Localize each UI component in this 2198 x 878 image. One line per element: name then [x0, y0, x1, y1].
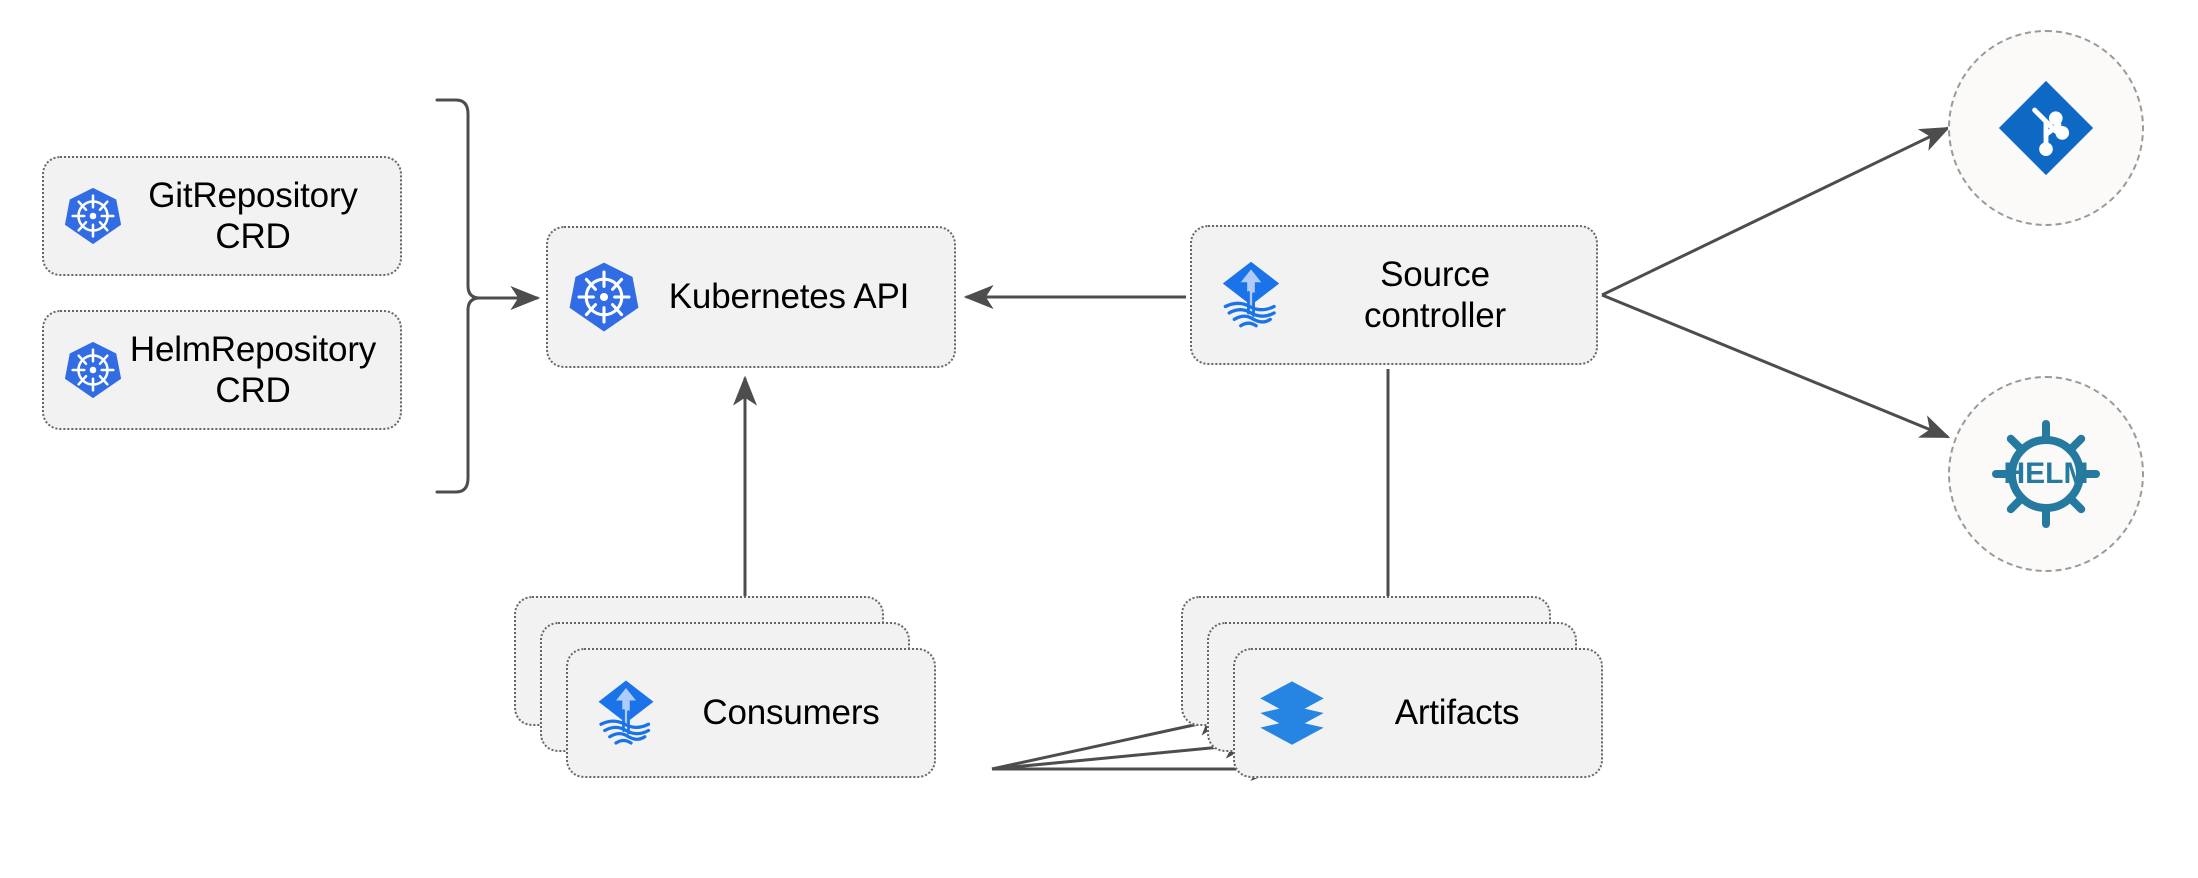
layers-icon	[1253, 674, 1331, 752]
node-label: Artifacts	[1394, 693, 1520, 733]
node-label: GitRepository CRD	[148, 175, 358, 256]
node-artifacts[interactable]: Artifacts	[1233, 648, 1603, 778]
node-kubernetes-api[interactable]: Kubernetes API	[546, 226, 956, 368]
git-icon	[1994, 76, 2098, 180]
node-consumers[interactable]: Consumers	[566, 648, 936, 778]
flux-icon	[1210, 254, 1292, 336]
node-helm-provider[interactable]: HELM	[1948, 376, 2144, 572]
crd-group-bracket	[435, 98, 481, 494]
helm-wordmark: HELM	[2003, 457, 2089, 490]
node-label: Kubernetes API	[668, 277, 910, 317]
edge-source-to-git	[1601, 126, 1951, 297]
node-label: Source controller	[1364, 254, 1506, 335]
node-helmrepository-crd[interactable]: HelmRepository CRD	[42, 310, 402, 430]
edge-consumers-to-artifacts-top	[991, 712, 1229, 771]
node-label: HelmRepository CRD	[129, 329, 377, 410]
kubernetes-icon	[62, 185, 124, 247]
edge-source-to-helm	[1601, 293, 1951, 439]
helm-icon: HELM	[1982, 410, 2110, 538]
kubernetes-icon	[62, 339, 124, 401]
node-git-provider[interactable]	[1948, 30, 2144, 226]
kubernetes-icon	[566, 259, 642, 335]
node-source-controller[interactable]: Source controller	[1190, 225, 1598, 365]
node-label: Consumers	[702, 693, 880, 733]
flux-icon	[586, 673, 666, 753]
node-gitrepository-crd[interactable]: GitRepository CRD	[42, 156, 402, 276]
